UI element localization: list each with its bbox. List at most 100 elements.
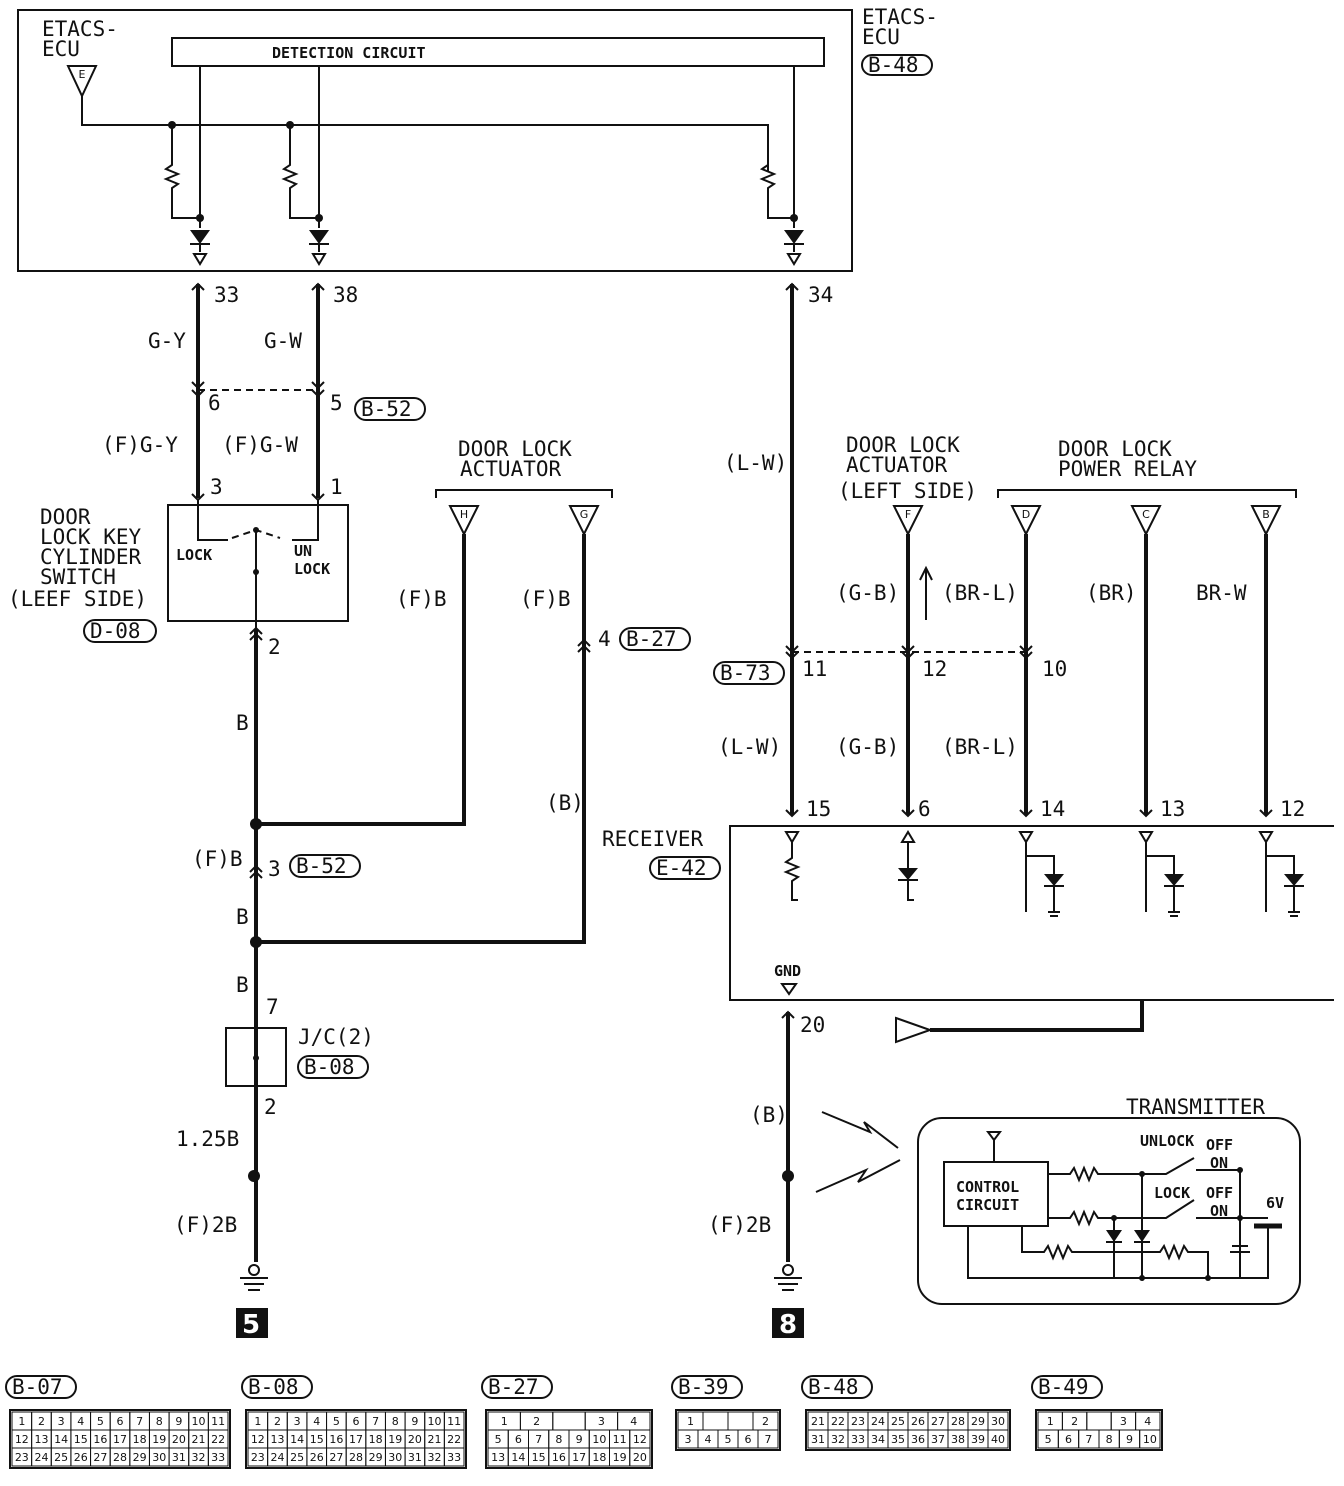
ecu-internal-bus xyxy=(81,96,769,172)
b52-pin-6: 6 xyxy=(208,391,221,415)
connector-pin-number: 6 xyxy=(117,1415,124,1428)
connector-pin-number: 33 xyxy=(211,1451,225,1464)
connector-pin-number: 22 xyxy=(831,1415,845,1428)
connector-pin-cell xyxy=(757,1429,779,1449)
b27-badge xyxy=(619,627,691,651)
b08-ref: B-08 xyxy=(304,1055,355,1079)
ecu-right-title-2: ECU xyxy=(862,25,900,49)
wire-label-br-w: BR-W xyxy=(1196,581,1247,605)
terminal-g-icon xyxy=(568,505,600,537)
connector-pin-number: 1 xyxy=(1047,1415,1054,1428)
connector-view-outline xyxy=(245,1409,467,1469)
connector-pin-number: 20 xyxy=(408,1433,422,1446)
connector-mark-icon xyxy=(191,381,325,398)
connector-pin-cell xyxy=(702,1411,729,1431)
connector-view-badge xyxy=(241,1375,313,1399)
connector-view-label: B-07 xyxy=(12,1375,63,1399)
connector-view-label: B-49 xyxy=(1038,1375,1089,1399)
terminal-e-icon xyxy=(66,65,98,99)
b52-ref-mid: B-52 xyxy=(296,854,347,878)
connector-pin-number: 17 xyxy=(572,1451,586,1464)
connector-pin-number: 35 xyxy=(891,1433,905,1446)
ecu-left-title-2: ECU xyxy=(42,37,80,61)
connector-pin-number: 12 xyxy=(633,1433,647,1446)
connector-mark-icon xyxy=(249,864,263,879)
connector-pin-number: 5 xyxy=(495,1433,502,1446)
jc-label: J/C(2) xyxy=(298,1025,374,1049)
connector-view-badge xyxy=(801,1375,873,1399)
jc-pin-top: 7 xyxy=(266,995,279,1019)
connector-pin-number: 8 xyxy=(392,1415,399,1428)
b73-ref: B-73 xyxy=(720,661,771,685)
wire-label-br-l-bot: (BR-L) xyxy=(942,735,1018,759)
connector-pin-number: 4 xyxy=(313,1415,320,1428)
connector-pin-number: 30 xyxy=(991,1415,1005,1428)
b52-mid-badge xyxy=(289,854,361,878)
connector-pin-number: 4 xyxy=(705,1433,712,1446)
connector-pin-number: 12 xyxy=(251,1433,265,1446)
wire-label-g-b-top: (G-B) xyxy=(836,581,899,605)
b52-mid-pin: 3 xyxy=(268,857,281,881)
connector-pin-number: 36 xyxy=(911,1433,925,1446)
relay-title-1: DOOR LOCK xyxy=(1058,437,1172,461)
receiver-gnd-pin: 20 xyxy=(800,1013,825,1037)
connector-pin-number: 14 xyxy=(54,1433,68,1446)
transmitter-box xyxy=(917,1117,1301,1305)
control-circuit-label-2: CIRCUIT xyxy=(956,1196,1019,1214)
switch-lock-label: LOCK xyxy=(176,546,212,564)
terminal-h-label: H xyxy=(460,508,468,521)
connector-pin-number: 9 xyxy=(411,1415,418,1428)
connector-pin-number: 1 xyxy=(501,1415,508,1428)
receiver-pin-13: 13 xyxy=(1160,797,1185,821)
connector-pin-number: 13 xyxy=(270,1433,284,1446)
wire-label-f-2b-right: (F)2B xyxy=(708,1213,771,1237)
connector-pin-number: 1 xyxy=(254,1415,261,1428)
connector-pin-number: 1 xyxy=(18,1415,25,1428)
connector-pin-cell xyxy=(1086,1411,1112,1431)
switch-unlock-label-1: UN xyxy=(294,542,312,560)
receiver-box xyxy=(729,825,1334,1001)
connector-pin-number: 21 xyxy=(192,1433,206,1446)
terminal-g-label: G xyxy=(580,508,589,521)
connector-pin-number: 11 xyxy=(211,1415,225,1428)
b52-ref-top: B-52 xyxy=(361,397,412,421)
ecu-ref: B-48 xyxy=(868,53,919,77)
connector-pin-number: 9 xyxy=(576,1433,583,1446)
transmitter-unlock: UNLOCK xyxy=(1140,1132,1194,1150)
connector-pin-number: 7 xyxy=(372,1415,379,1428)
connector-pin-number: 11 xyxy=(613,1433,627,1446)
connector-pin-number: 5 xyxy=(333,1415,340,1428)
b27-ref: B-27 xyxy=(626,627,677,651)
connector-pin-number: 7 xyxy=(136,1415,143,1428)
detection-circuit-box xyxy=(171,37,825,67)
connector-pin-number: 37 xyxy=(931,1433,945,1446)
terminal-f-label: F xyxy=(905,508,911,521)
actuator-left-title-2: ACTUATOR xyxy=(846,453,948,477)
connector-pin-number: 5 xyxy=(97,1415,104,1428)
connector-pin-cell xyxy=(727,1411,754,1431)
connector-pin-number: 39 xyxy=(971,1433,985,1446)
connector-pin-cell xyxy=(987,1429,1009,1449)
connector-pin-number: 25 xyxy=(54,1451,68,1464)
connector-view-outline xyxy=(1035,1409,1163,1451)
connector-mark-icon xyxy=(249,626,263,641)
connector-mark-icon xyxy=(785,809,1273,818)
connector-pin-number: 3 xyxy=(685,1433,692,1446)
connector-pin-number: 30 xyxy=(388,1451,402,1464)
connector-view-outline xyxy=(805,1409,1011,1451)
connector-view-outline xyxy=(485,1409,653,1469)
transmitter-lock: LOCK xyxy=(1154,1184,1190,1202)
connector-pin-number: 29 xyxy=(133,1451,147,1464)
wire-label-f-2b-left: (F)2B xyxy=(174,1213,237,1237)
wire-actuator-h xyxy=(256,534,466,826)
antenna-terminal-icon xyxy=(895,1016,934,1044)
b73-badge xyxy=(713,661,785,685)
receiver-title: RECEIVER xyxy=(602,827,704,851)
wire-label-g-w: G-W xyxy=(264,329,302,353)
connector-pin-number: 4 xyxy=(630,1415,637,1428)
transmitter-off-1: OFF xyxy=(1206,1136,1233,1154)
connector-pin-number: 24 xyxy=(270,1451,284,1464)
connector-mark-icon xyxy=(577,638,591,653)
wire-label-l-w-bot: (L-W) xyxy=(718,735,781,759)
connector-pin-number: 9 xyxy=(1126,1433,1133,1446)
